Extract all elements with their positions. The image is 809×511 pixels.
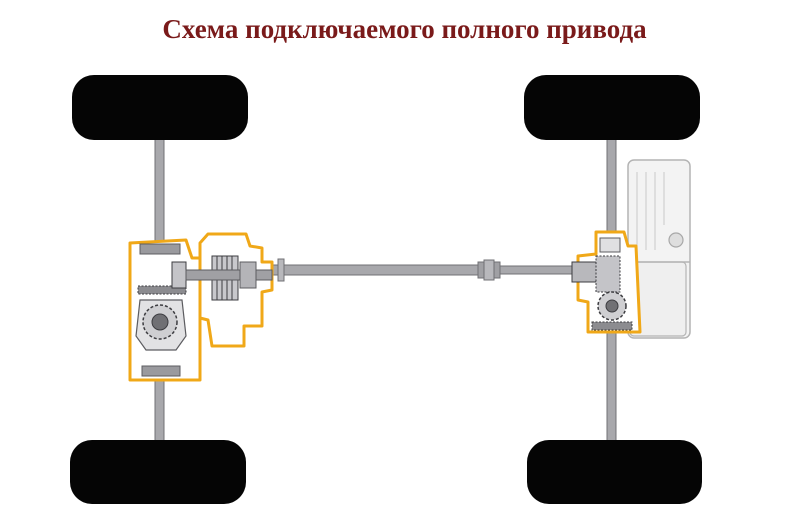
transfer-case-gears [595,255,621,293]
rear-differential-flange-top [139,243,181,255]
engine [622,159,691,339]
transfer-case-input [571,261,599,283]
coupling [185,232,274,348]
front-left-wheel [72,75,248,140]
page-title: Схема подключаемого полного привода [162,14,647,44]
rear-differential [128,238,202,382]
front-differential-hub [605,299,619,313]
front-differential-ring-gear [591,321,633,331]
front-right-wheel [524,75,700,140]
rear-differential-hub [151,313,169,331]
rear-left-wheel [70,440,246,504]
transfer-case-top-block [599,237,621,253]
rear-right-wheel [527,440,702,504]
front-differential [591,291,633,331]
rear-differential-ring-gear [137,285,187,295]
rear-differential-pinion [171,261,187,289]
engine-cap [668,232,684,248]
rear-differential-flange-bottom [141,365,181,377]
coupling-hub [239,261,257,289]
propeller-shaft [269,258,581,282]
coupling-shaft [185,269,273,281]
